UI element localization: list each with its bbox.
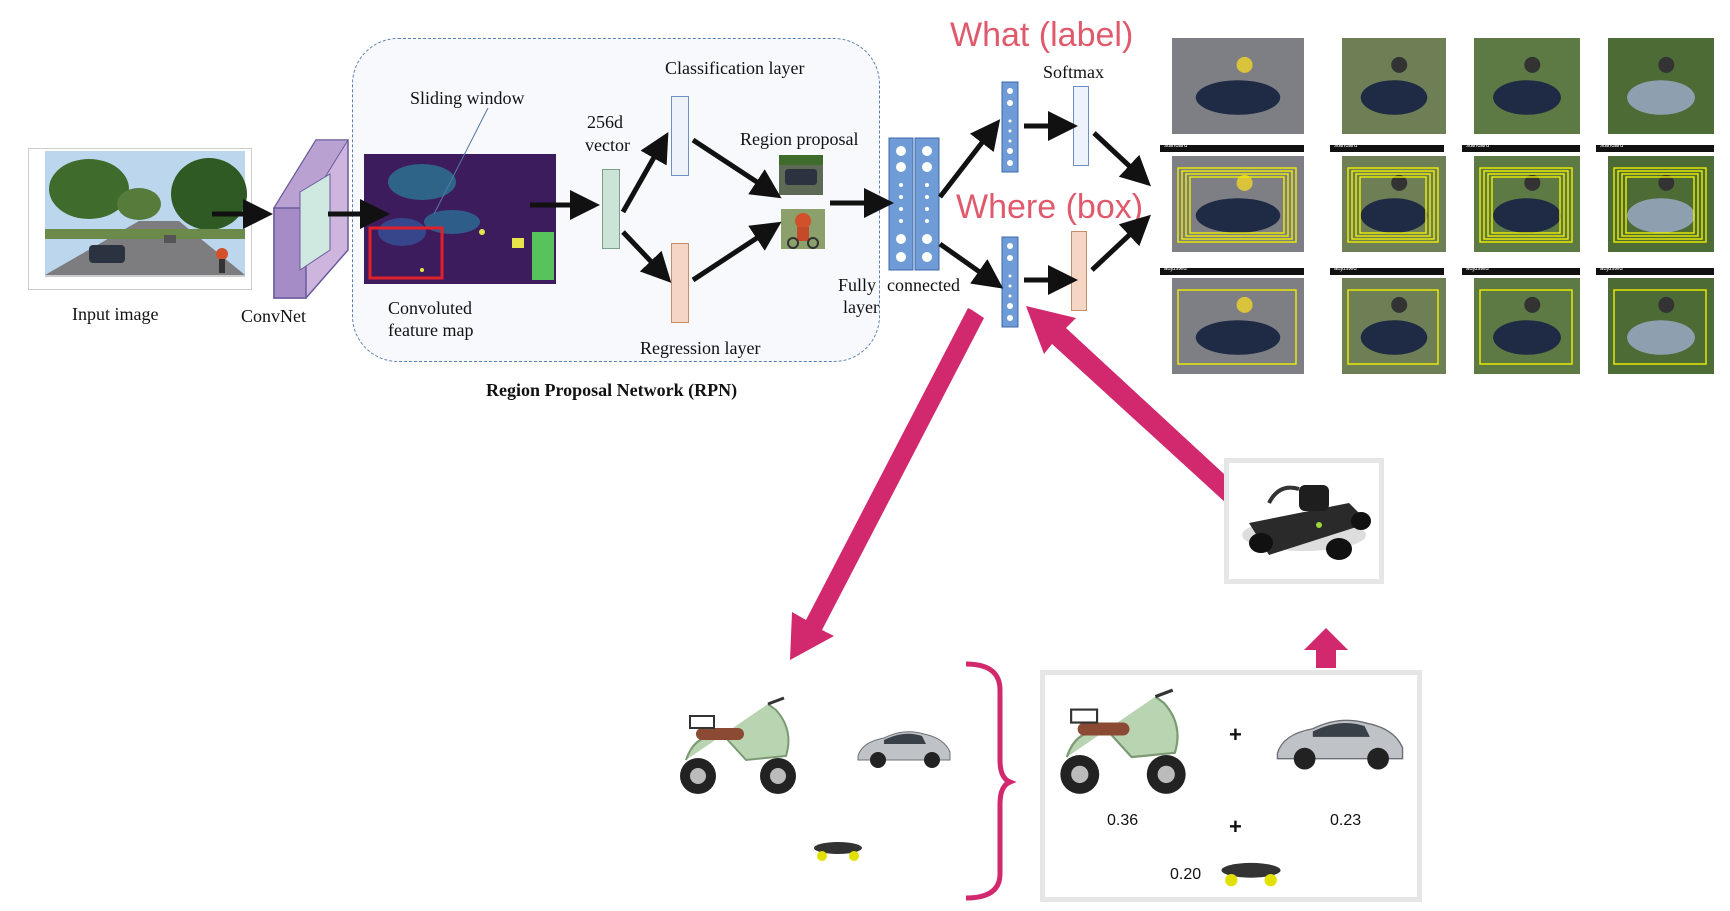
fc-label-1: Fully <box>838 275 877 295</box>
feature-map-label-2: feature map <box>388 320 474 340</box>
classification-layer-label: Classification layer <box>665 58 805 78</box>
sliding-window-label: Sliding window <box>410 88 525 108</box>
result-thumbnail <box>1172 278 1304 374</box>
fc-label-2: connected <box>887 275 960 295</box>
row-header-adjusted-4: adjusted <box>1596 266 1714 275</box>
result-thumbnail <box>1172 38 1304 134</box>
plus-sign-1: + <box>1229 722 1242 747</box>
result-thumbnail <box>1608 156 1714 252</box>
car-image-mix <box>1272 706 1408 776</box>
row-header-adjusted-3: adjusted <box>1462 266 1580 275</box>
row-header-standard-2-text: standard <box>1334 143 1358 149</box>
row-header-adjusted-text: adjusted <box>1164 266 1187 272</box>
row-header-adjusted-4-text: adjusted <box>1600 266 1623 272</box>
row-header-standard-text: standard <box>1164 143 1188 149</box>
row-header-adjusted-3-text: adjusted <box>1466 266 1489 272</box>
where-box-title: Where (box) <box>956 188 1144 226</box>
result-thumbnail <box>1474 278 1580 374</box>
sliding-window-pointer <box>433 107 489 215</box>
region-proposal-car <box>779 155 823 195</box>
result-thumbnail <box>1342 278 1446 374</box>
softmax-label: Softmax <box>1043 62 1104 82</box>
result-thumbnail <box>1608 278 1714 374</box>
result-thumbnail <box>1474 156 1580 252</box>
car-weight: 0.23 <box>1330 812 1362 829</box>
row-header-standard-3-text: standard <box>1466 143 1490 149</box>
row-header-standard-4: standard <box>1596 143 1714 152</box>
row-header-standard-2: standard <box>1330 143 1444 152</box>
classification-layer <box>671 96 689 176</box>
gokart-image <box>1224 458 1384 584</box>
row-header-standard-3: standard <box>1462 143 1580 152</box>
convnet-block <box>268 130 358 305</box>
scooter-image-mix <box>1056 680 1190 804</box>
row-header-adjusted-2: adjusted <box>1330 266 1444 275</box>
car-image-left <box>854 722 954 772</box>
feature-map-label-1: Convoluted <box>388 298 472 318</box>
region-proposal-cyclist <box>781 209 825 249</box>
result-thumbnail <box>1342 38 1446 134</box>
label-fc-column <box>1001 81 1019 178</box>
rpn-title: Region Proposal Network (RPN) <box>486 380 738 400</box>
vector-256d-label-2: vector <box>585 135 630 155</box>
skateboard-image-left <box>812 838 864 864</box>
regression-layer-label: Regression layer <box>640 338 761 358</box>
row-header-adjusted: adjusted <box>1160 266 1304 275</box>
row-header-standard: standard <box>1160 143 1304 152</box>
result-thumbnail <box>1608 38 1714 134</box>
result-thumbnail <box>1172 156 1304 252</box>
what-label-title: What (label) <box>950 16 1134 54</box>
input-image-label: Input image <box>72 304 159 324</box>
region-proposal-label: Region proposal <box>740 129 859 149</box>
result-thumbnail <box>1474 38 1580 134</box>
vector-256d-label-1: 256d <box>587 112 623 132</box>
mix-box <box>1040 670 1422 902</box>
scooter-weight: 0.36 <box>1107 812 1139 829</box>
result-thumbnail <box>1342 156 1446 252</box>
input-image <box>28 148 252 290</box>
feature-map <box>362 152 558 288</box>
row-header-adjusted-2-text: adjusted <box>1334 266 1357 272</box>
result-panels <box>1160 34 1726 382</box>
scooter-image-left <box>676 690 800 802</box>
fc-label-3: layer <box>843 297 879 317</box>
skateboard-image-mix <box>1218 858 1284 890</box>
regression-layer <box>671 243 689 323</box>
row-header-standard-4-text: standard <box>1600 143 1624 149</box>
convnet-label: ConvNet <box>241 306 306 326</box>
plus-sign-2: + <box>1229 814 1242 839</box>
vector-256d <box>602 169 620 249</box>
fully-connected-layer <box>888 137 940 276</box>
skateboard-weight: 0.20 <box>1170 866 1202 883</box>
